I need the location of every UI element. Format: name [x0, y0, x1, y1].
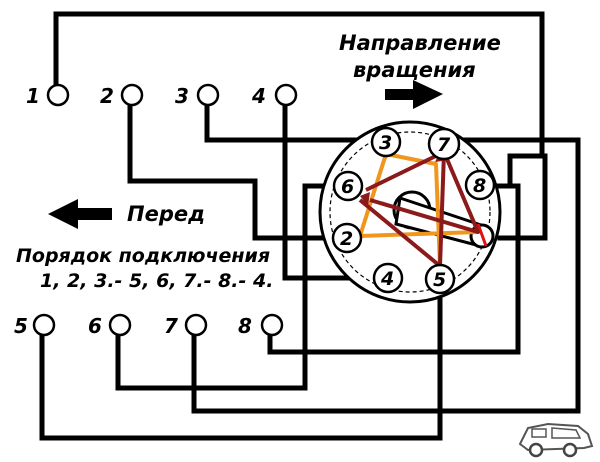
wire-5 — [39, 279, 443, 441]
top-terminals: 1 2 3 4 — [26, 83, 298, 108]
order-sequence: 1, 2, 3.- 5, 6, 7.- 8.- 4. — [40, 270, 273, 292]
post-7: 7 — [427, 127, 461, 161]
svg-text:8: 8 — [238, 314, 252, 338]
terminal-6: 6 — [88, 313, 132, 338]
terminal-1: 1 — [26, 83, 70, 108]
terminal-3: 3 — [175, 83, 220, 108]
svg-text:2: 2 — [340, 228, 353, 250]
truck-logo-icon — [518, 422, 594, 458]
post-5: 5 — [424, 263, 456, 295]
terminal-4: 4 — [251, 83, 298, 108]
svg-text:8: 8 — [473, 175, 486, 197]
svg-text:7: 7 — [164, 314, 178, 338]
wire-8 — [267, 183, 521, 355]
terminal-8: 8 — [238, 313, 284, 338]
post-2: 2 — [331, 222, 363, 254]
rotor-mark — [476, 223, 488, 247]
wires — [39, 11, 581, 441]
rotation-label-line1: Направление — [339, 31, 501, 55]
wire-2-right — [497, 153, 548, 241]
svg-text:1: 1 — [26, 84, 40, 108]
terminal-7: 7 — [164, 313, 208, 338]
post-6: 6 — [332, 170, 364, 202]
svg-text:3: 3 — [175, 84, 189, 108]
wire-3 — [204, 92, 388, 143]
svg-text:2: 2 — [100, 84, 114, 108]
terminal-2: 2 — [100, 83, 144, 108]
terminal-5: 5 — [14, 313, 56, 338]
order-title: Порядок подключения — [16, 245, 270, 267]
post-4: 4 — [372, 262, 404, 294]
rotation-label-line2: вращения — [353, 58, 476, 82]
arrow-right-icon — [385, 80, 443, 109]
wire-7 — [191, 137, 581, 414]
svg-text:4: 4 — [380, 268, 394, 290]
svg-text:6: 6 — [341, 176, 354, 198]
distributor-posts: 3 7 6 8 2 4 5 — [331, 126, 496, 295]
svg-text:5: 5 — [14, 314, 28, 338]
wire-1 — [53, 11, 545, 185]
arrow-left-icon — [48, 199, 112, 229]
front-label: Перед — [127, 202, 205, 226]
svg-text:3: 3 — [379, 132, 392, 154]
svg-text:7: 7 — [437, 134, 451, 156]
bottom-terminals: 5 6 7 8 — [14, 313, 284, 338]
svg-text:6: 6 — [88, 314, 102, 338]
post-3: 3 — [370, 126, 402, 158]
svg-text:5: 5 — [433, 269, 446, 291]
post-8: 8 — [464, 169, 496, 201]
svg-text:4: 4 — [251, 84, 266, 108]
wire-6 — [115, 183, 348, 391]
